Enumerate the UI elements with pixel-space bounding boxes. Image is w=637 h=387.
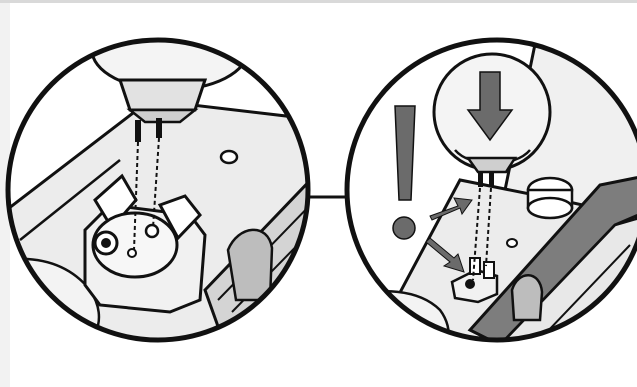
detail-left [0, 10, 320, 360]
side-socket [528, 178, 572, 218]
mounting-hole [221, 151, 237, 163]
frame-slot [228, 230, 272, 300]
detail-right [340, 20, 637, 360]
